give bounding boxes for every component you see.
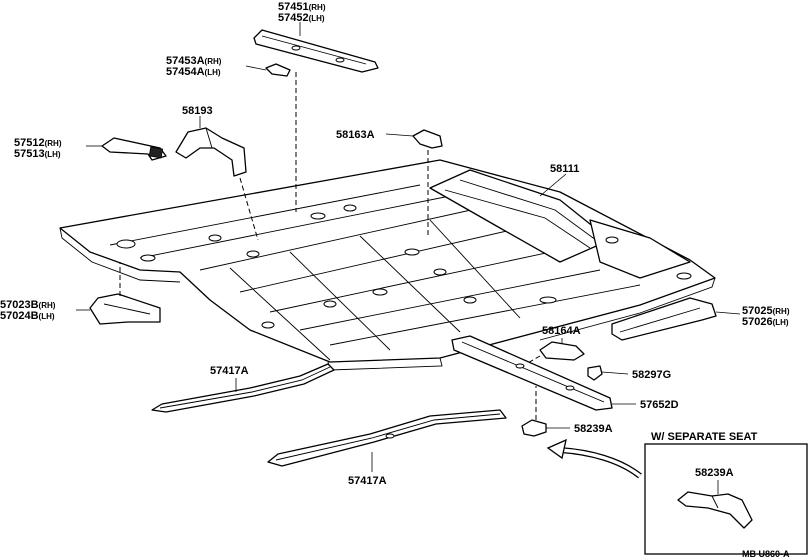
label-57025: 57025(RH) xyxy=(742,305,790,317)
part-57025-57026 xyxy=(611,297,741,341)
label-57417A-lower: 57417A xyxy=(348,475,387,487)
label-57026: 57026(LH) xyxy=(742,316,789,328)
part-57512-57513 xyxy=(86,137,167,161)
part-57453A-57454A xyxy=(245,63,291,77)
label-57453A: 57453A(RH) xyxy=(166,55,222,67)
part-58297G xyxy=(587,365,629,381)
label-57652D: 57652D xyxy=(640,399,679,411)
label-57513: 57513(LH) xyxy=(14,148,61,160)
label-58193: 58193 xyxy=(182,105,213,117)
inset-title: W/ SEPARATE SEAT xyxy=(651,431,758,443)
label-57512: 57512(RH) xyxy=(14,137,62,149)
diagram-code: MB U860-A xyxy=(742,549,790,559)
part-57652D xyxy=(451,335,636,411)
part-57417A-upper xyxy=(151,363,335,413)
label-57454A: 57454A(LH) xyxy=(166,66,221,78)
part-58239A xyxy=(521,386,570,437)
inset-part-58239A xyxy=(677,491,753,529)
label-57024B: 57024B(LH) xyxy=(0,310,55,322)
label-57417A-upper: 57417A xyxy=(210,365,249,377)
label-57452: 57452(LH) xyxy=(278,12,325,24)
part-57023B-57024B xyxy=(76,262,161,325)
label-58111: 58111 xyxy=(550,163,579,175)
leader-58111 xyxy=(539,173,567,197)
label-58297G: 58297G xyxy=(632,369,671,381)
part-58163A xyxy=(385,129,443,238)
label-57023B: 57023B(RH) xyxy=(0,299,56,311)
arrow-to-inset xyxy=(546,438,642,479)
label-58239A: 58239A xyxy=(574,423,613,435)
part-58193 xyxy=(175,116,259,241)
floor-pan-58111 xyxy=(59,159,716,371)
inset-box xyxy=(644,443,808,555)
label-58163A: 58163A xyxy=(336,129,375,141)
part-57451-57452 xyxy=(253,22,379,212)
part-57417A-lower xyxy=(267,409,507,472)
label-58164A: 58164A xyxy=(542,325,581,337)
label-57451: 57451(RH) xyxy=(278,1,326,13)
inset-label-58239A: 58239A xyxy=(695,467,734,479)
